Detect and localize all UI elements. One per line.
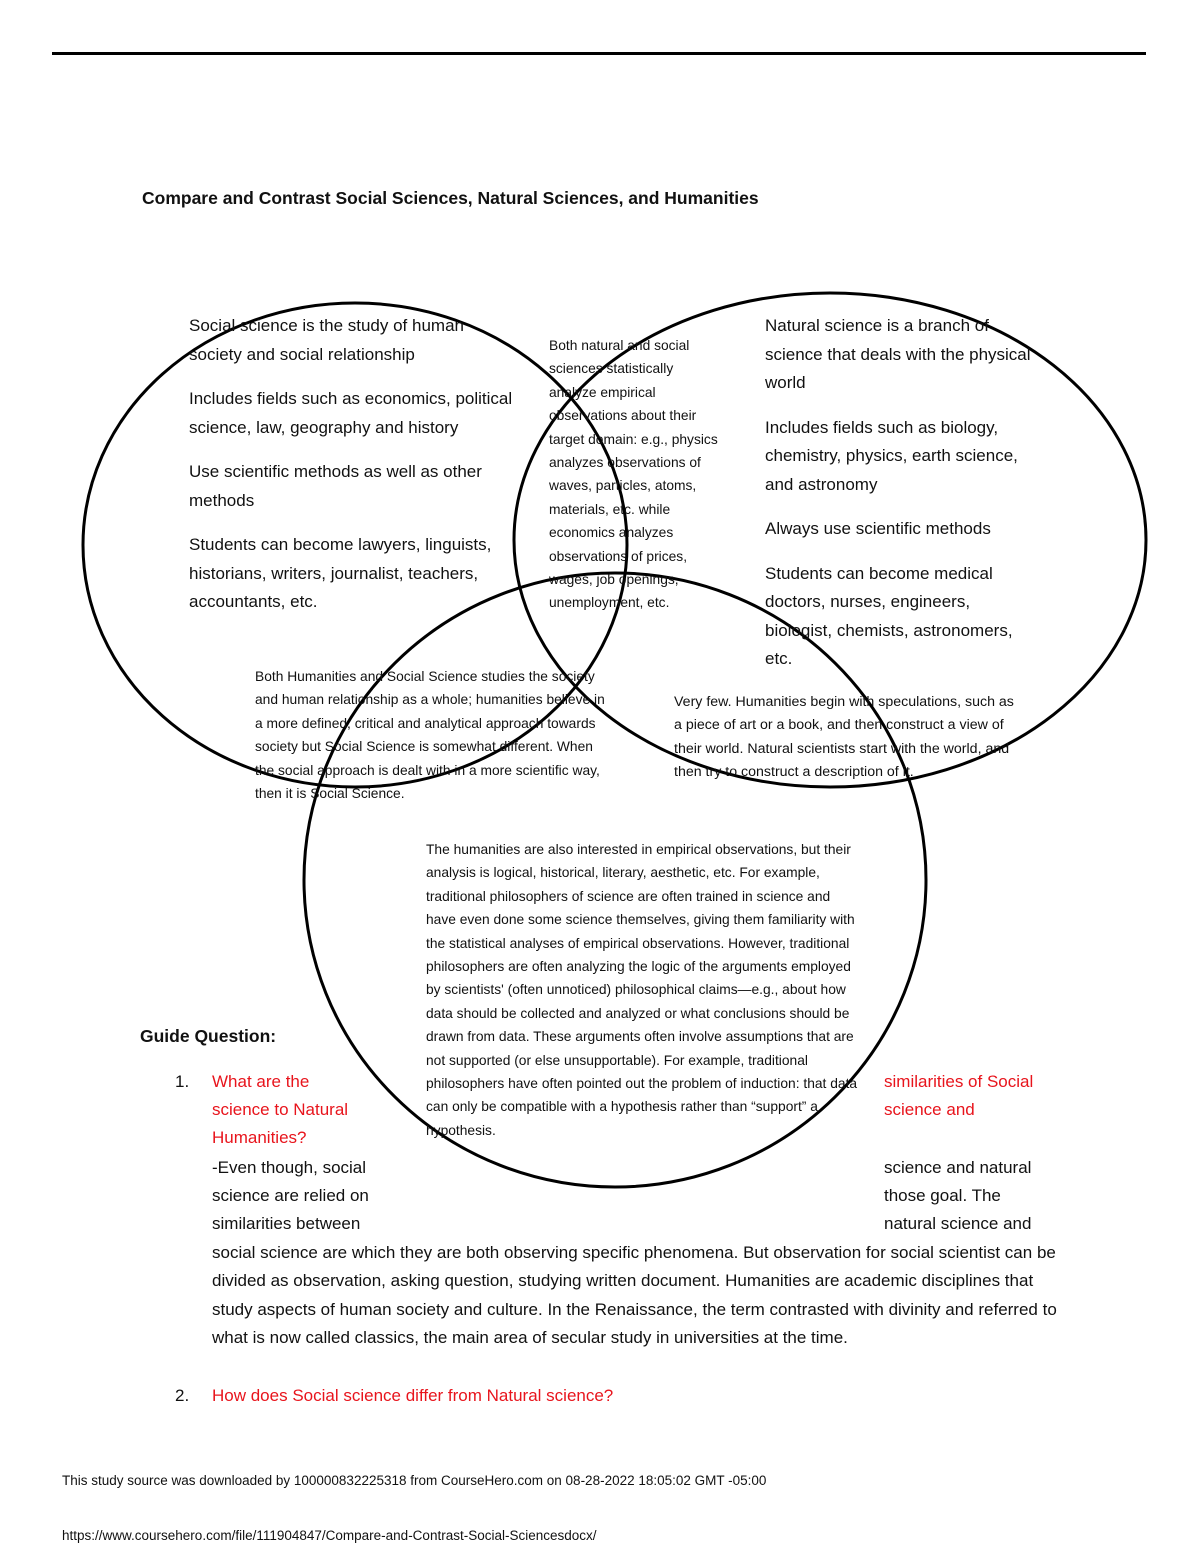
answer-1-right-line: those goal. The (884, 1186, 1001, 1205)
question-1-right: similarities of Social science and (884, 1068, 1084, 1124)
social-natural-overlap-text: Both natural and social sciences statist… (549, 338, 718, 611)
source-url-link[interactable]: https://www.coursehero.com/file/11190484… (62, 1528, 597, 1543)
natural-science-text: Natural science is a branch of science t… (765, 312, 1040, 690)
natural-humanities-overlap-text: Very few. Humanities begin with speculat… (674, 694, 1014, 781)
question-2-number: 2. (175, 1386, 190, 1405)
page-title: Compare and Contrast Social Sciences, Na… (142, 188, 759, 208)
question-1-right-line: similarities of Social (884, 1072, 1034, 1091)
answer-1-right-line: natural science and (884, 1214, 1032, 1233)
question-2-text: How does Social science differ from Natu… (212, 1386, 614, 1405)
question-1-left: What are the science to Natural Humaniti… (212, 1068, 412, 1152)
question-1-number: 1. (175, 1072, 190, 1091)
natural-science-circle (512, 291, 1148, 789)
question-1-right-line: science and (884, 1100, 975, 1119)
answer-1-left-line: similarities between (212, 1214, 361, 1233)
top-rule (52, 52, 1146, 55)
guide-heading: Guide Question: (140, 1026, 277, 1046)
question-1-left-line: Humanities? (212, 1128, 307, 1147)
answer-1-left-line: -Even though, social (212, 1158, 367, 1177)
social-line-2: Includes fields such as economics, polit… (189, 389, 513, 437)
natural-line-1: Natural science is a branch of science t… (765, 316, 1031, 392)
natural-line-3: Always use scientific methods (765, 519, 991, 538)
social-science-circle (81, 301, 629, 789)
humanities-circle (302, 571, 928, 1189)
social-line-4: Students can become lawyers, linguists, … (189, 535, 492, 611)
answer-1-left: -Even though, social science are relied … (212, 1154, 412, 1238)
social-humanities-overlap-text: Both Humanities and Social Science studi… (255, 669, 605, 802)
natural-line-4: Students can become medical doctors, nur… (765, 563, 1013, 669)
humanities-text: The humanities are also interested in em… (426, 842, 858, 1138)
answer-1-right: science and natural those goal. The natu… (884, 1154, 1084, 1238)
question-1-left-line: science to Natural (212, 1100, 349, 1119)
natural-line-2: Includes fields such as biology, chemist… (765, 417, 1018, 494)
social-line-3: Use scientific methods as well as other … (189, 462, 482, 510)
answer-1-right-line: science and natural (884, 1158, 1032, 1177)
social-line-1: Social science is the study of human soc… (189, 316, 464, 364)
question-1-left-line: What are the (212, 1072, 310, 1091)
answer-1-left-line: science are relied on (212, 1186, 369, 1205)
social-science-text: Social science is the study of human soc… (189, 312, 519, 633)
download-source-line: This study source was downloaded by 1000… (62, 1473, 767, 1488)
answer-1-continued: social science are which they are both o… (212, 1243, 1057, 1347)
